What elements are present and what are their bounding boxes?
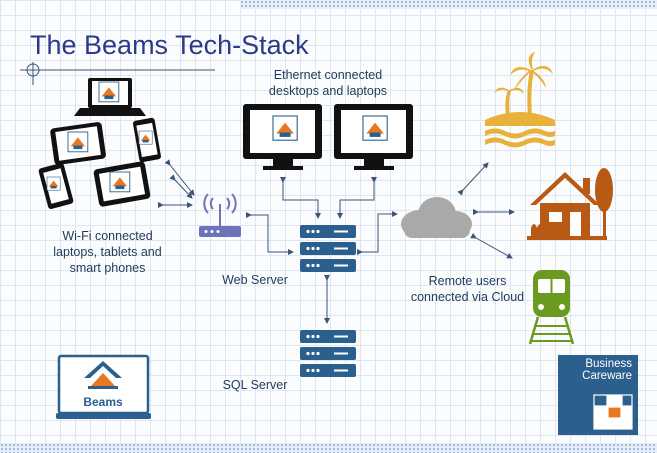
careware-grid-icon <box>593 394 633 430</box>
web-server-label: Web Server <box>222 273 288 287</box>
wifi-router-icon <box>199 193 241 237</box>
ethernet-label: Ethernet connected desktops and laptops <box>258 67 398 99</box>
wifi-label-line-2: laptops, tablets and <box>53 245 162 259</box>
sql-server-label: SQL Server <box>222 378 288 392</box>
top-dotted-band <box>240 0 657 9</box>
ethernet-monitor-left-icon <box>243 104 322 170</box>
business-careware-logo: Business Careware <box>558 355 638 435</box>
beams-logo-icon: Beams <box>56 354 151 419</box>
business-careware-text-1: Business <box>585 358 632 370</box>
vacation-island-icon <box>485 52 555 148</box>
crosshair-decoration <box>20 62 215 85</box>
remote-label-line-1: Remote users <box>428 274 507 288</box>
ethernet-monitor-right-icon <box>334 104 413 170</box>
remote-label-line-2: connected via Cloud <box>410 290 525 304</box>
wifi-devices-icon <box>38 78 162 209</box>
cloud-icon <box>401 197 472 238</box>
wifi-label-line-1: Wi-Fi connected <box>62 229 153 243</box>
business-careware-text-2: Careware <box>582 370 632 382</box>
connector-arrows <box>158 159 515 324</box>
slide-title: The Beams Tech-Stack <box>30 30 309 60</box>
ethernet-label-line-2: desktops and laptops <box>268 84 388 98</box>
wifi-label: Wi-Fi connected laptops, tablets and sma… <box>40 228 175 276</box>
house-icon <box>527 168 613 240</box>
bottom-dotted-band <box>0 443 657 453</box>
wifi-label-line-3: smart phones <box>69 261 146 275</box>
beams-logo-text: Beams <box>83 395 123 409</box>
remote-users-label: Remote users connected via Cloud <box>400 273 535 305</box>
sql-server-icon <box>300 330 356 377</box>
train-icon <box>528 270 575 345</box>
web-server-icon <box>300 225 356 272</box>
ethernet-label-line-1: Ethernet connected <box>273 68 383 82</box>
